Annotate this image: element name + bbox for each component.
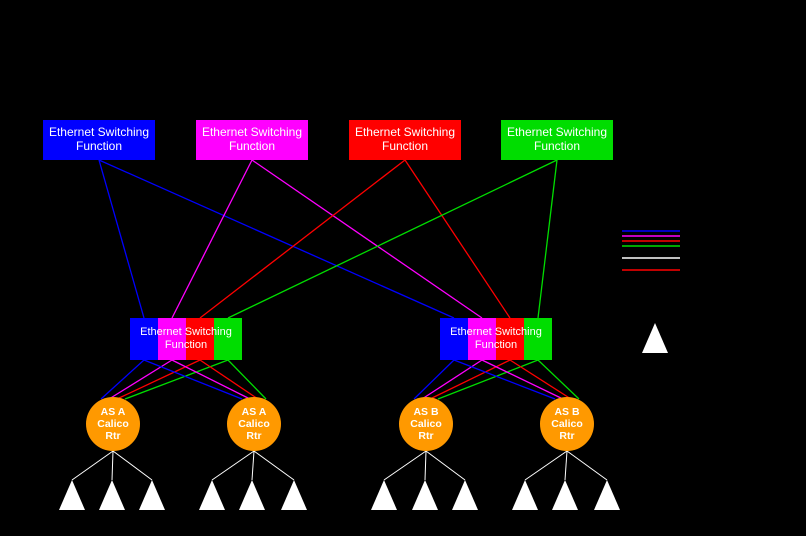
host-triangle	[239, 480, 265, 510]
router-label: AS A Calico Rtr	[238, 405, 270, 443]
switch-label: Ethernet Switching Function	[506, 125, 608, 153]
switch-label: Ethernet Switching Function	[354, 125, 456, 153]
host-triangle	[552, 480, 578, 510]
segment-blue	[440, 318, 468, 360]
switch-label: Ethernet Switching Function	[201, 125, 303, 153]
host-triangle	[412, 480, 438, 510]
segment-magenta	[158, 318, 186, 360]
downlink-line	[143, 359, 243, 400]
segment-red	[186, 318, 214, 360]
downlink-line	[509, 359, 572, 400]
router-as-b-2: AS B Calico Rtr	[540, 397, 594, 451]
uplink-line	[537, 159, 558, 319]
downlink-line	[453, 359, 556, 400]
host-triangle	[59, 480, 85, 510]
uplink-line	[98, 159, 455, 319]
host-triangle	[99, 480, 125, 510]
switch-label: Ethernet Switching Function	[450, 326, 542, 351]
host-link-line	[112, 450, 153, 481]
host-triangle	[139, 480, 165, 510]
switch-label: Ethernet Switching Function	[140, 326, 232, 351]
downlink-line	[171, 359, 251, 400]
aggregation-switch-right: Ethernet Switching Function	[440, 318, 552, 360]
uplink-line	[227, 159, 558, 319]
ethernet-switch-magenta: Ethernet Switching Function	[196, 120, 308, 160]
host-triangle	[281, 480, 307, 510]
host-link-line	[71, 450, 114, 481]
segment-green	[214, 318, 242, 360]
host-link-line	[566, 450, 608, 481]
uplink-line	[199, 159, 406, 319]
router-label: AS A Calico Rtr	[97, 405, 129, 443]
uplink-line	[171, 159, 253, 319]
downlink-line	[481, 359, 564, 400]
downlink-line	[124, 359, 229, 400]
host-link-line	[425, 450, 466, 481]
downlink-line	[199, 359, 259, 400]
router-label: AS B Calico Rtr	[551, 405, 583, 443]
router-as-a-2: AS A Calico Rtr	[227, 397, 281, 451]
downlink-line	[227, 359, 267, 400]
uplink-line	[404, 159, 511, 319]
segment-red	[496, 318, 524, 360]
router-as-b-1: AS B Calico Rtr	[399, 397, 453, 451]
host-triangle	[199, 480, 225, 510]
downlink-line	[100, 359, 145, 400]
segment-magenta	[468, 318, 496, 360]
host-triangle	[371, 480, 397, 510]
host-link-line	[253, 450, 295, 481]
uplink-line	[98, 159, 145, 319]
ethernet-switch-blue: Ethernet Switching Function	[43, 120, 155, 160]
host-link-line	[251, 450, 255, 481]
downlink-line	[537, 359, 580, 400]
router-as-a-1: AS A Calico Rtr	[86, 397, 140, 451]
aggregation-switch-left: Ethernet Switching Function	[130, 318, 242, 360]
uplink-line	[251, 159, 483, 319]
host-link-line	[564, 450, 568, 481]
router-label: AS B Calico Rtr	[410, 405, 442, 443]
segment-blue	[130, 318, 158, 360]
ethernet-switch-red: Ethernet Switching Function	[349, 120, 461, 160]
host-triangle	[452, 480, 478, 510]
switch-label: Ethernet Switching Function	[48, 125, 150, 153]
host-triangle	[594, 480, 620, 510]
host-triangle	[512, 480, 538, 510]
ethernet-switch-green: Ethernet Switching Function	[501, 120, 613, 160]
host-link-line	[211, 450, 255, 481]
segment-green	[524, 318, 552, 360]
host-link-line	[424, 450, 427, 481]
host-link-line	[383, 450, 427, 481]
downlink-line	[413, 359, 455, 400]
host-link-line	[524, 450, 568, 481]
host-link-line	[111, 450, 114, 481]
legend-triangle	[642, 323, 668, 353]
